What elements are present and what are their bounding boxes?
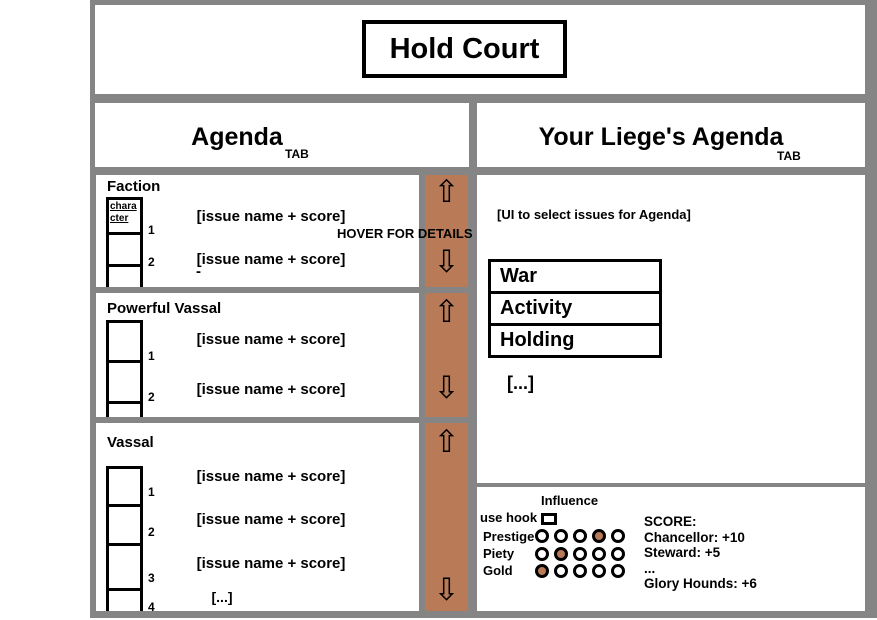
liege-tab-title: Your Liege's Agenda: [538, 123, 784, 151]
issue-entry[interactable]: [issue name + score]: [196, 511, 346, 528]
prestige-pip-row: [535, 529, 625, 543]
slot-number: 4: [148, 600, 155, 611]
issue-category-war[interactable]: War: [488, 259, 662, 294]
character-portrait-slot[interactable]: [106, 543, 143, 591]
influence-panel: Influence use hook Prestige Piety Gold S…: [477, 487, 865, 611]
more-issues-ellipsis: [...]: [211, 589, 233, 605]
currency-label-gold: Gold: [483, 563, 513, 578]
dash-mark: -: [196, 263, 201, 280]
character-portrait-slot[interactable]: [106, 588, 143, 611]
influence-pip-empty[interactable]: [535, 529, 549, 543]
down-arrow-icon[interactable]: ⇩: [433, 244, 460, 280]
issue-entry[interactable]: [issue name + score]: [196, 331, 346, 348]
issue-entry[interactable]: [issue name + score]: [196, 251, 346, 268]
slot-number: 3: [148, 571, 155, 585]
hover-for-details-note: HOVER FOR DETAILS: [337, 226, 473, 241]
influence-pip-empty[interactable]: [573, 529, 587, 543]
issue-entry[interactable]: [issue name + score]: [196, 208, 346, 225]
influence-pip-empty[interactable]: [611, 529, 625, 543]
section-title: Faction: [107, 178, 161, 195]
liege-tab-label: TAB: [777, 149, 801, 163]
section-title: Vassal: [107, 434, 154, 451]
score-heading: SCORE:: [644, 514, 697, 529]
issue-entry[interactable]: [issue name + score]: [196, 555, 346, 572]
score-line-glory-hounds: Glory Hounds: +6: [644, 576, 757, 591]
page-title: Hold Court: [362, 20, 567, 78]
character-portrait-slot[interactable]: [106, 360, 143, 404]
portrait-placeholder-label: chara cter: [110, 201, 137, 224]
section-powerful-vassal: Powerful Vassal 1 2 [issue name + score]…: [96, 293, 419, 417]
section-vassal: Vassal 1 2 3 4 [issue name + score] [iss…: [96, 423, 419, 611]
influence-pip-empty[interactable]: [535, 547, 549, 561]
slot-number: 1: [148, 485, 155, 499]
influence-pip-empty[interactable]: [573, 564, 587, 578]
up-arrow-icon[interactable]: ⇧: [433, 174, 460, 210]
influence-pip-filled[interactable]: [535, 564, 549, 578]
issue-category-list: War Activity Holding: [488, 259, 662, 358]
slot-number: 1: [148, 349, 155, 363]
issue-entry[interactable]: [issue name + score]: [196, 381, 346, 398]
more-categories-ellipsis: [...]: [507, 373, 534, 393]
piety-pip-row: [535, 547, 625, 561]
slot-number: 2: [148, 390, 155, 404]
issue-entry[interactable]: [issue name + score]: [196, 468, 346, 485]
section-faction: Faction chara cter 1 2 [issue name + sco…: [96, 175, 419, 287]
up-arrow-icon[interactable]: ⇧: [433, 294, 460, 330]
use-hook-checkbox[interactable]: [541, 513, 557, 525]
slot-number: 2: [148, 525, 155, 539]
agenda-tab-label: TAB: [285, 147, 309, 161]
influence-pip-filled[interactable]: [592, 529, 606, 543]
tab-liege-agenda[interactable]: Your Liege's Agenda TAB: [477, 103, 865, 167]
score-line-ellipsis: ...: [644, 560, 656, 576]
influence-pip-empty[interactable]: [592, 547, 606, 561]
down-arrow-icon[interactable]: ⇩: [433, 572, 460, 608]
agenda-select-note: [UI to select issues for Agenda]: [497, 207, 691, 222]
section-title: Powerful Vassal: [107, 300, 222, 317]
influence-pip-empty[interactable]: [592, 564, 606, 578]
character-portrait-slot[interactable]: [106, 466, 143, 507]
character-portrait-slot[interactable]: [106, 401, 143, 417]
character-portrait-slot[interactable]: chara cter: [106, 197, 143, 235]
influence-pip-empty[interactable]: [554, 564, 568, 578]
issue-category-activity[interactable]: Activity: [488, 291, 662, 326]
liege-agenda-panel: [UI to select issues for Agenda] War Act…: [477, 175, 865, 483]
tab-agenda[interactable]: Agenda TAB: [95, 103, 469, 167]
character-portrait-slot[interactable]: [106, 504, 143, 546]
influence-pip-empty[interactable]: [611, 547, 625, 561]
gold-pip-row: [535, 564, 625, 578]
character-portrait-slot[interactable]: [106, 264, 143, 287]
score-line-chancellor: Chancellor: +10: [644, 529, 745, 545]
character-portrait-slot[interactable]: [106, 232, 143, 267]
influence-pip-empty[interactable]: [611, 564, 625, 578]
use-hook-label: use hook: [480, 510, 538, 525]
faction-reorder-strip: ⇧ ⇩: [425, 175, 468, 287]
up-arrow-icon[interactable]: ⇧: [433, 424, 460, 460]
influence-pip-empty[interactable]: [554, 529, 568, 543]
issue-category-holding[interactable]: Holding: [488, 323, 662, 358]
agenda-tab-title: Agenda: [191, 123, 283, 151]
influence-pip-filled[interactable]: [554, 547, 568, 561]
character-portrait-slot[interactable]: [106, 320, 143, 363]
powerful-vassal-reorder-strip: ⇧ ⇩: [425, 293, 468, 417]
influence-title: Influence: [541, 493, 599, 508]
title-panel: Hold Court: [95, 5, 865, 94]
score-block: SCORE: Chancellor: +10 Steward: +5 ... G…: [644, 514, 757, 592]
influence-pip-empty[interactable]: [573, 547, 587, 561]
currency-label-piety: Piety: [483, 546, 515, 561]
down-arrow-icon[interactable]: ⇩: [433, 370, 460, 406]
mockup-frame: Hold Court Agenda TAB Your Liege's Agend…: [90, 0, 877, 618]
score-line-steward: Steward: +5: [644, 545, 721, 560]
vassal-reorder-strip: ⇧ ⇩: [425, 423, 468, 611]
currency-label-prestige: Prestige: [483, 529, 535, 544]
slot-number: 1: [148, 223, 155, 237]
slot-number: 2: [148, 255, 155, 269]
